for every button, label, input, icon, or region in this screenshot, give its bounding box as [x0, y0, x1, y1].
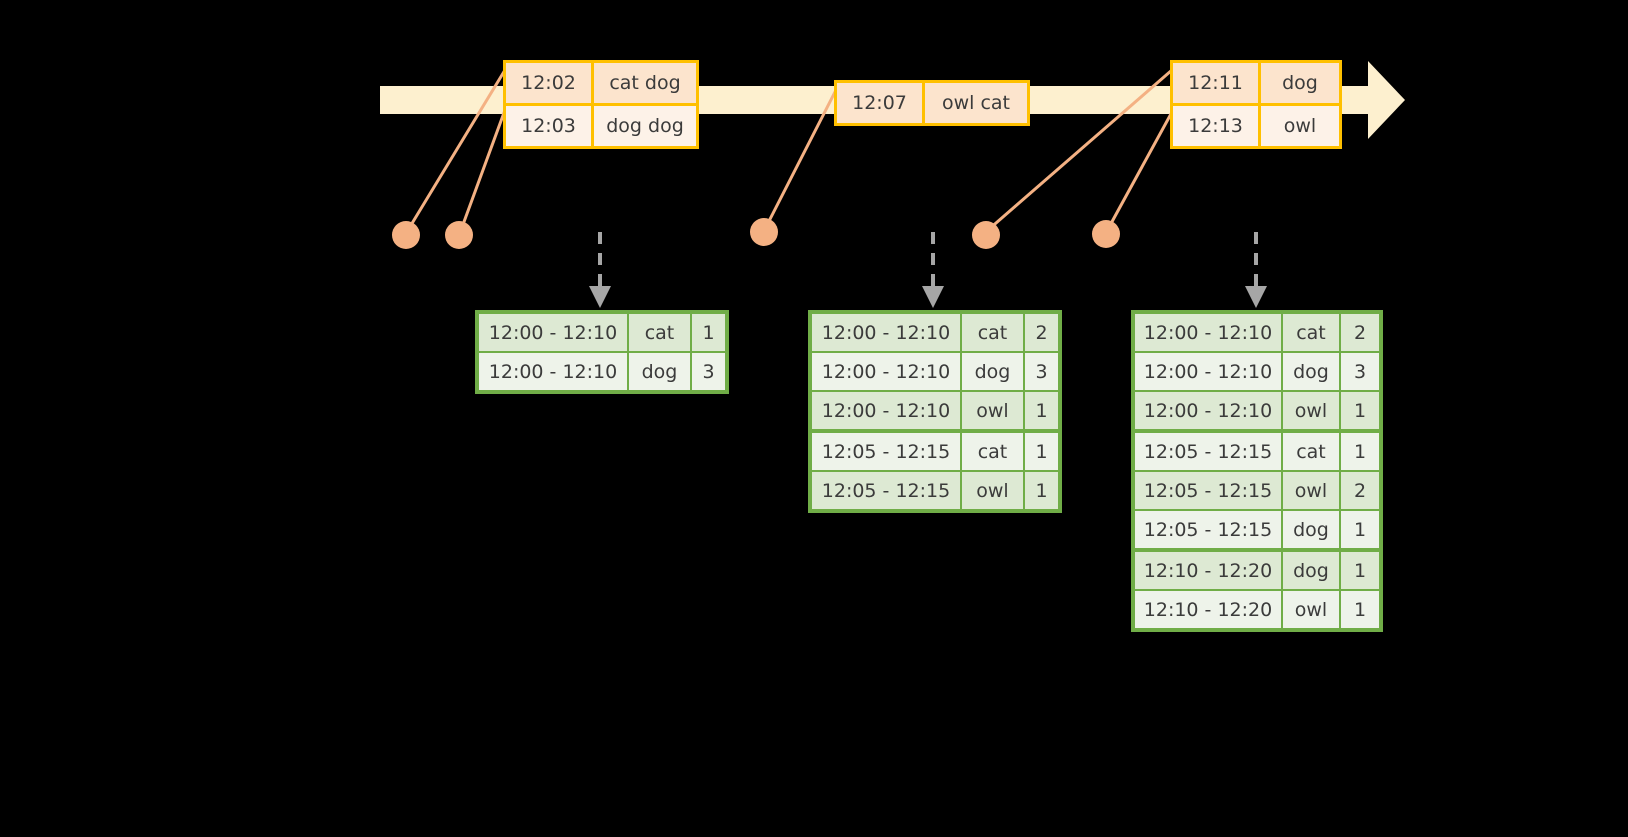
event-words: dog dog — [594, 106, 696, 146]
timeline-event-group-2[interactable]: 12:07 owl cat — [834, 80, 1030, 126]
table-row[interactable]: 12:00 - 12:10 dog 3 — [479, 351, 725, 390]
connector-line-2 — [459, 109, 507, 231]
timeline-event-row[interactable]: 12:03 dog dog — [506, 103, 696, 146]
cell-key: dog — [1283, 511, 1341, 548]
table-row[interactable]: 12:00 - 12:10 dog 3 — [1135, 351, 1379, 390]
table-row[interactable]: 12:05 - 12:15 dog 1 — [1135, 509, 1379, 548]
connector-dots — [392, 218, 1120, 249]
cell-window: 12:00 - 12:10 — [1135, 392, 1283, 429]
drop-arrow-1 — [589, 232, 611, 308]
connector-dot-1 — [392, 221, 420, 249]
cell-window: 12:00 - 12:10 — [1135, 353, 1283, 390]
cell-key: owl — [1283, 392, 1341, 429]
drop-arrow-2 — [922, 232, 944, 308]
cell-count: 1 — [1025, 392, 1058, 429]
cell-key: dog — [1283, 353, 1341, 390]
table-row[interactable]: 12:00 - 12:10 cat 1 — [479, 314, 725, 351]
cell-count: 1 — [1025, 472, 1058, 509]
cell-count: 1 — [1341, 591, 1379, 628]
cell-window: 12:10 - 12:20 — [1135, 552, 1283, 589]
event-time: 12:02 — [506, 63, 594, 103]
table-row[interactable]: 12:05 - 12:15 cat 1 — [1135, 429, 1379, 470]
cell-window: 12:00 - 12:10 — [812, 353, 962, 390]
connector-line-5 — [1106, 111, 1174, 230]
cell-count: 2 — [1341, 472, 1379, 509]
connector-dot-4 — [972, 221, 1000, 249]
connector-line-1 — [406, 69, 507, 231]
result-table-1[interactable]: 12:00 - 12:10 cat 1 12:00 - 12:10 dog 3 — [475, 310, 729, 394]
cell-key: cat — [629, 314, 692, 351]
cell-key: owl — [1283, 472, 1341, 509]
cell-count: 1 — [1025, 433, 1058, 470]
event-time: 12:03 — [506, 106, 594, 146]
drop-arrows — [589, 232, 1267, 308]
connector-dot-5 — [1092, 220, 1120, 248]
timeline-event-group-3[interactable]: 12:11 dog 12:13 owl — [1170, 60, 1342, 149]
drop-arrow-3 — [1245, 232, 1267, 308]
cell-window: 12:05 - 12:15 — [1135, 511, 1283, 548]
cell-window: 12:00 - 12:10 — [479, 314, 629, 351]
event-words: cat dog — [594, 63, 696, 103]
table-row[interactable]: 12:00 - 12:10 owl 1 — [812, 390, 1058, 429]
cell-key: dog — [1283, 552, 1341, 589]
cell-key: owl — [962, 472, 1025, 509]
cell-count: 2 — [1025, 314, 1058, 351]
timeline-event-row[interactable]: 12:02 cat dog — [506, 63, 696, 103]
cell-key: cat — [962, 433, 1025, 470]
event-words: owl — [1261, 106, 1339, 146]
table-row[interactable]: 12:05 - 12:15 owl 2 — [1135, 470, 1379, 509]
cell-key: owl — [1283, 591, 1341, 628]
cell-window: 12:10 - 12:20 — [1135, 591, 1283, 628]
event-time: 12:07 — [837, 83, 925, 123]
connector-dot-3 — [750, 218, 778, 246]
connector-dot-2 — [445, 221, 473, 249]
cell-count: 2 — [1341, 314, 1379, 351]
cell-count: 3 — [1341, 353, 1379, 390]
table-row[interactable]: 12:05 - 12:15 owl 1 — [812, 470, 1058, 509]
table-row[interactable]: 12:00 - 12:10 cat 2 — [1135, 314, 1379, 351]
cell-count: 1 — [1341, 392, 1379, 429]
cell-count: 1 — [1341, 433, 1379, 470]
cell-key: owl — [962, 392, 1025, 429]
cell-key: dog — [962, 353, 1025, 390]
timeline-event-group-1[interactable]: 12:02 cat dog 12:03 dog dog — [503, 60, 699, 149]
cell-window: 12:00 - 12:10 — [1135, 314, 1283, 351]
cell-key: cat — [1283, 433, 1341, 470]
timeline-event-row[interactable]: 12:07 owl cat — [837, 83, 1027, 123]
table-row[interactable]: 12:00 - 12:10 cat 2 — [812, 314, 1058, 351]
cell-window: 12:05 - 12:15 — [812, 433, 962, 470]
cell-count: 1 — [1341, 511, 1379, 548]
table-row[interactable]: 12:00 - 12:10 dog 3 — [812, 351, 1058, 390]
event-words: owl cat — [925, 83, 1027, 123]
cell-count: 3 — [1025, 353, 1058, 390]
table-row[interactable]: 12:10 - 12:20 dog 1 — [1135, 548, 1379, 589]
connector-line-3 — [764, 89, 838, 228]
cell-window: 12:00 - 12:10 — [812, 392, 962, 429]
cell-window: 12:00 - 12:10 — [812, 314, 962, 351]
cell-window: 12:00 - 12:10 — [479, 353, 629, 390]
result-table-3[interactable]: 12:00 - 12:10 cat 2 12:00 - 12:10 dog 3 … — [1131, 310, 1383, 632]
cell-key: cat — [1283, 314, 1341, 351]
timeline-event-row[interactable]: 12:13 owl — [1173, 103, 1339, 146]
timeline-event-row[interactable]: 12:11 dog — [1173, 63, 1339, 103]
result-table-2[interactable]: 12:00 - 12:10 cat 2 12:00 - 12:10 dog 3 … — [808, 310, 1062, 513]
table-row[interactable]: 12:05 - 12:15 cat 1 — [812, 429, 1058, 470]
cell-key: dog — [629, 353, 692, 390]
table-row[interactable]: 12:10 - 12:20 owl 1 — [1135, 589, 1379, 628]
cell-window: 12:05 - 12:15 — [1135, 472, 1283, 509]
cell-count: 1 — [692, 314, 725, 351]
event-time: 12:11 — [1173, 63, 1261, 103]
event-words: dog — [1261, 63, 1339, 103]
cell-count: 1 — [1341, 552, 1379, 589]
event-time: 12:13 — [1173, 106, 1261, 146]
table-row[interactable]: 12:00 - 12:10 owl 1 — [1135, 390, 1379, 429]
cell-key: cat — [962, 314, 1025, 351]
cell-window: 12:05 - 12:15 — [812, 472, 962, 509]
cell-count: 3 — [692, 353, 725, 390]
cell-window: 12:05 - 12:15 — [1135, 433, 1283, 470]
